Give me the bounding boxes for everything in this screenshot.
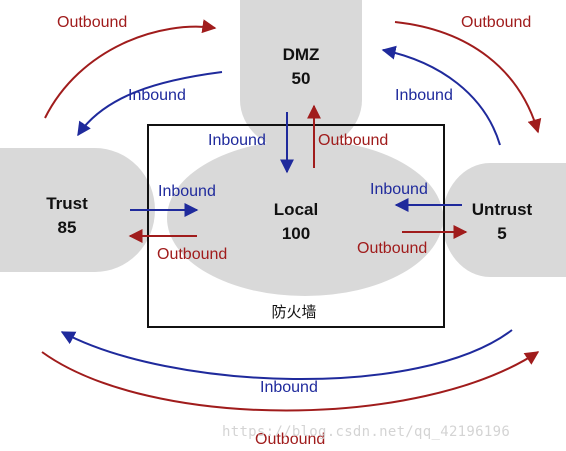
untrust-zone-shape — [442, 163, 566, 277]
inbound-label-trust: Inbound — [158, 183, 216, 200]
firewall-boundary — [147, 124, 445, 328]
untrust-zone-name: Untrust — [472, 200, 533, 219]
outbound-arc-trust-to-untrust — [41, 351, 540, 412]
inbound-arc-untrust-to-dmz — [381, 45, 501, 146]
firewall-label: 防火墙 — [271, 303, 316, 321]
inbound-label-top-left: Inbound — [128, 87, 186, 104]
outbound-arc-trust-to-dmz — [44, 19, 217, 119]
inbound-label-untrust: Inbound — [370, 181, 428, 198]
trust-zone-shape — [0, 148, 155, 272]
outbound-label-trust: Outbound — [157, 246, 227, 263]
inbound-label-bottom: Inbound — [260, 379, 318, 396]
inbound-label-dmz: Inbound — [208, 132, 266, 149]
dmz-zone-shape — [240, 0, 362, 152]
untrust-zone-priority: 5 — [497, 224, 506, 243]
outbound-label-untrust: Outbound — [357, 240, 427, 257]
inbound-label-top-right: Inbound — [395, 87, 453, 104]
outbound-label-bottom: Outbound — [255, 431, 325, 448]
local-zone-priority: 100 — [282, 224, 310, 243]
inbound-arc-untrust-to-trust — [60, 329, 513, 381]
outbound-label-top-left: Outbound — [57, 14, 127, 31]
trust-zone-name: Trust — [46, 194, 88, 213]
trust-zone-priority: 85 — [58, 218, 77, 237]
watermark: https://blog.csdn.net/qq_42196196 — [222, 424, 510, 440]
inbound-arc-dmz-to-trust — [77, 71, 223, 137]
dmz-zone-priority: 50 — [292, 69, 311, 88]
outbound-label-dmz: Outbound — [318, 132, 388, 149]
outbound-arc-dmz-to-untrust — [394, 21, 542, 134]
outbound-label-top-right: Outbound — [461, 14, 531, 31]
local-zone-name: Local — [274, 200, 318, 219]
dmz-zone-name: DMZ — [283, 45, 320, 64]
local-zone-shape — [167, 140, 443, 296]
